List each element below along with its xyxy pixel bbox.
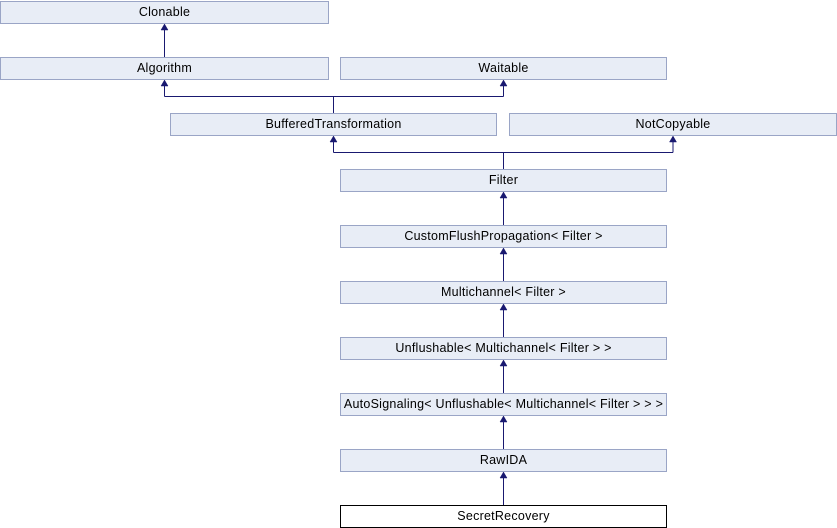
class-node-secretrecovery: SecretRecovery <box>340 505 667 528</box>
class-node-customflushpropagation[interactable]: CustomFlushPropagation< Filter > <box>340 225 667 248</box>
class-node-filter[interactable]: Filter <box>340 169 667 192</box>
class-node-bufferedtransformation[interactable]: BufferedTransformation <box>170 113 497 136</box>
edge-customflushpropagation-to-filter <box>499 191 508 225</box>
class-node-clonable[interactable]: Clonable <box>0 1 329 24</box>
edge-secretrecovery-to-rawida <box>499 471 508 505</box>
class-node-unflushable[interactable]: Unflushable< Multichannel< Filter > > <box>340 337 667 360</box>
edge-rawida-to-autosignaling <box>499 415 508 449</box>
class-node-notcopyable[interactable]: NotCopyable <box>509 113 837 136</box>
edge-unflushable-to-multichannel <box>499 303 508 337</box>
class-node-waitable[interactable]: Waitable <box>340 57 667 80</box>
edge-algorithm-to-clonable <box>160 23 169 57</box>
edge-autosignaling-to-unflushable <box>499 359 508 393</box>
class-node-multichannel[interactable]: Multichannel< Filter > <box>340 281 667 304</box>
class-node-algorithm[interactable]: Algorithm <box>0 57 329 80</box>
edge-filter-to-bufferedtransformation-and-notcopyable <box>329 135 677 169</box>
edge-multichannel-to-customflushpropagation <box>499 247 508 281</box>
class-node-autosignaling[interactable]: AutoSignaling< Unflushable< Multichannel… <box>340 393 667 416</box>
class-node-rawida[interactable]: RawIDA <box>340 449 667 472</box>
edge-bufferedtransformation-to-algorithm-and-waitable <box>160 79 508 113</box>
